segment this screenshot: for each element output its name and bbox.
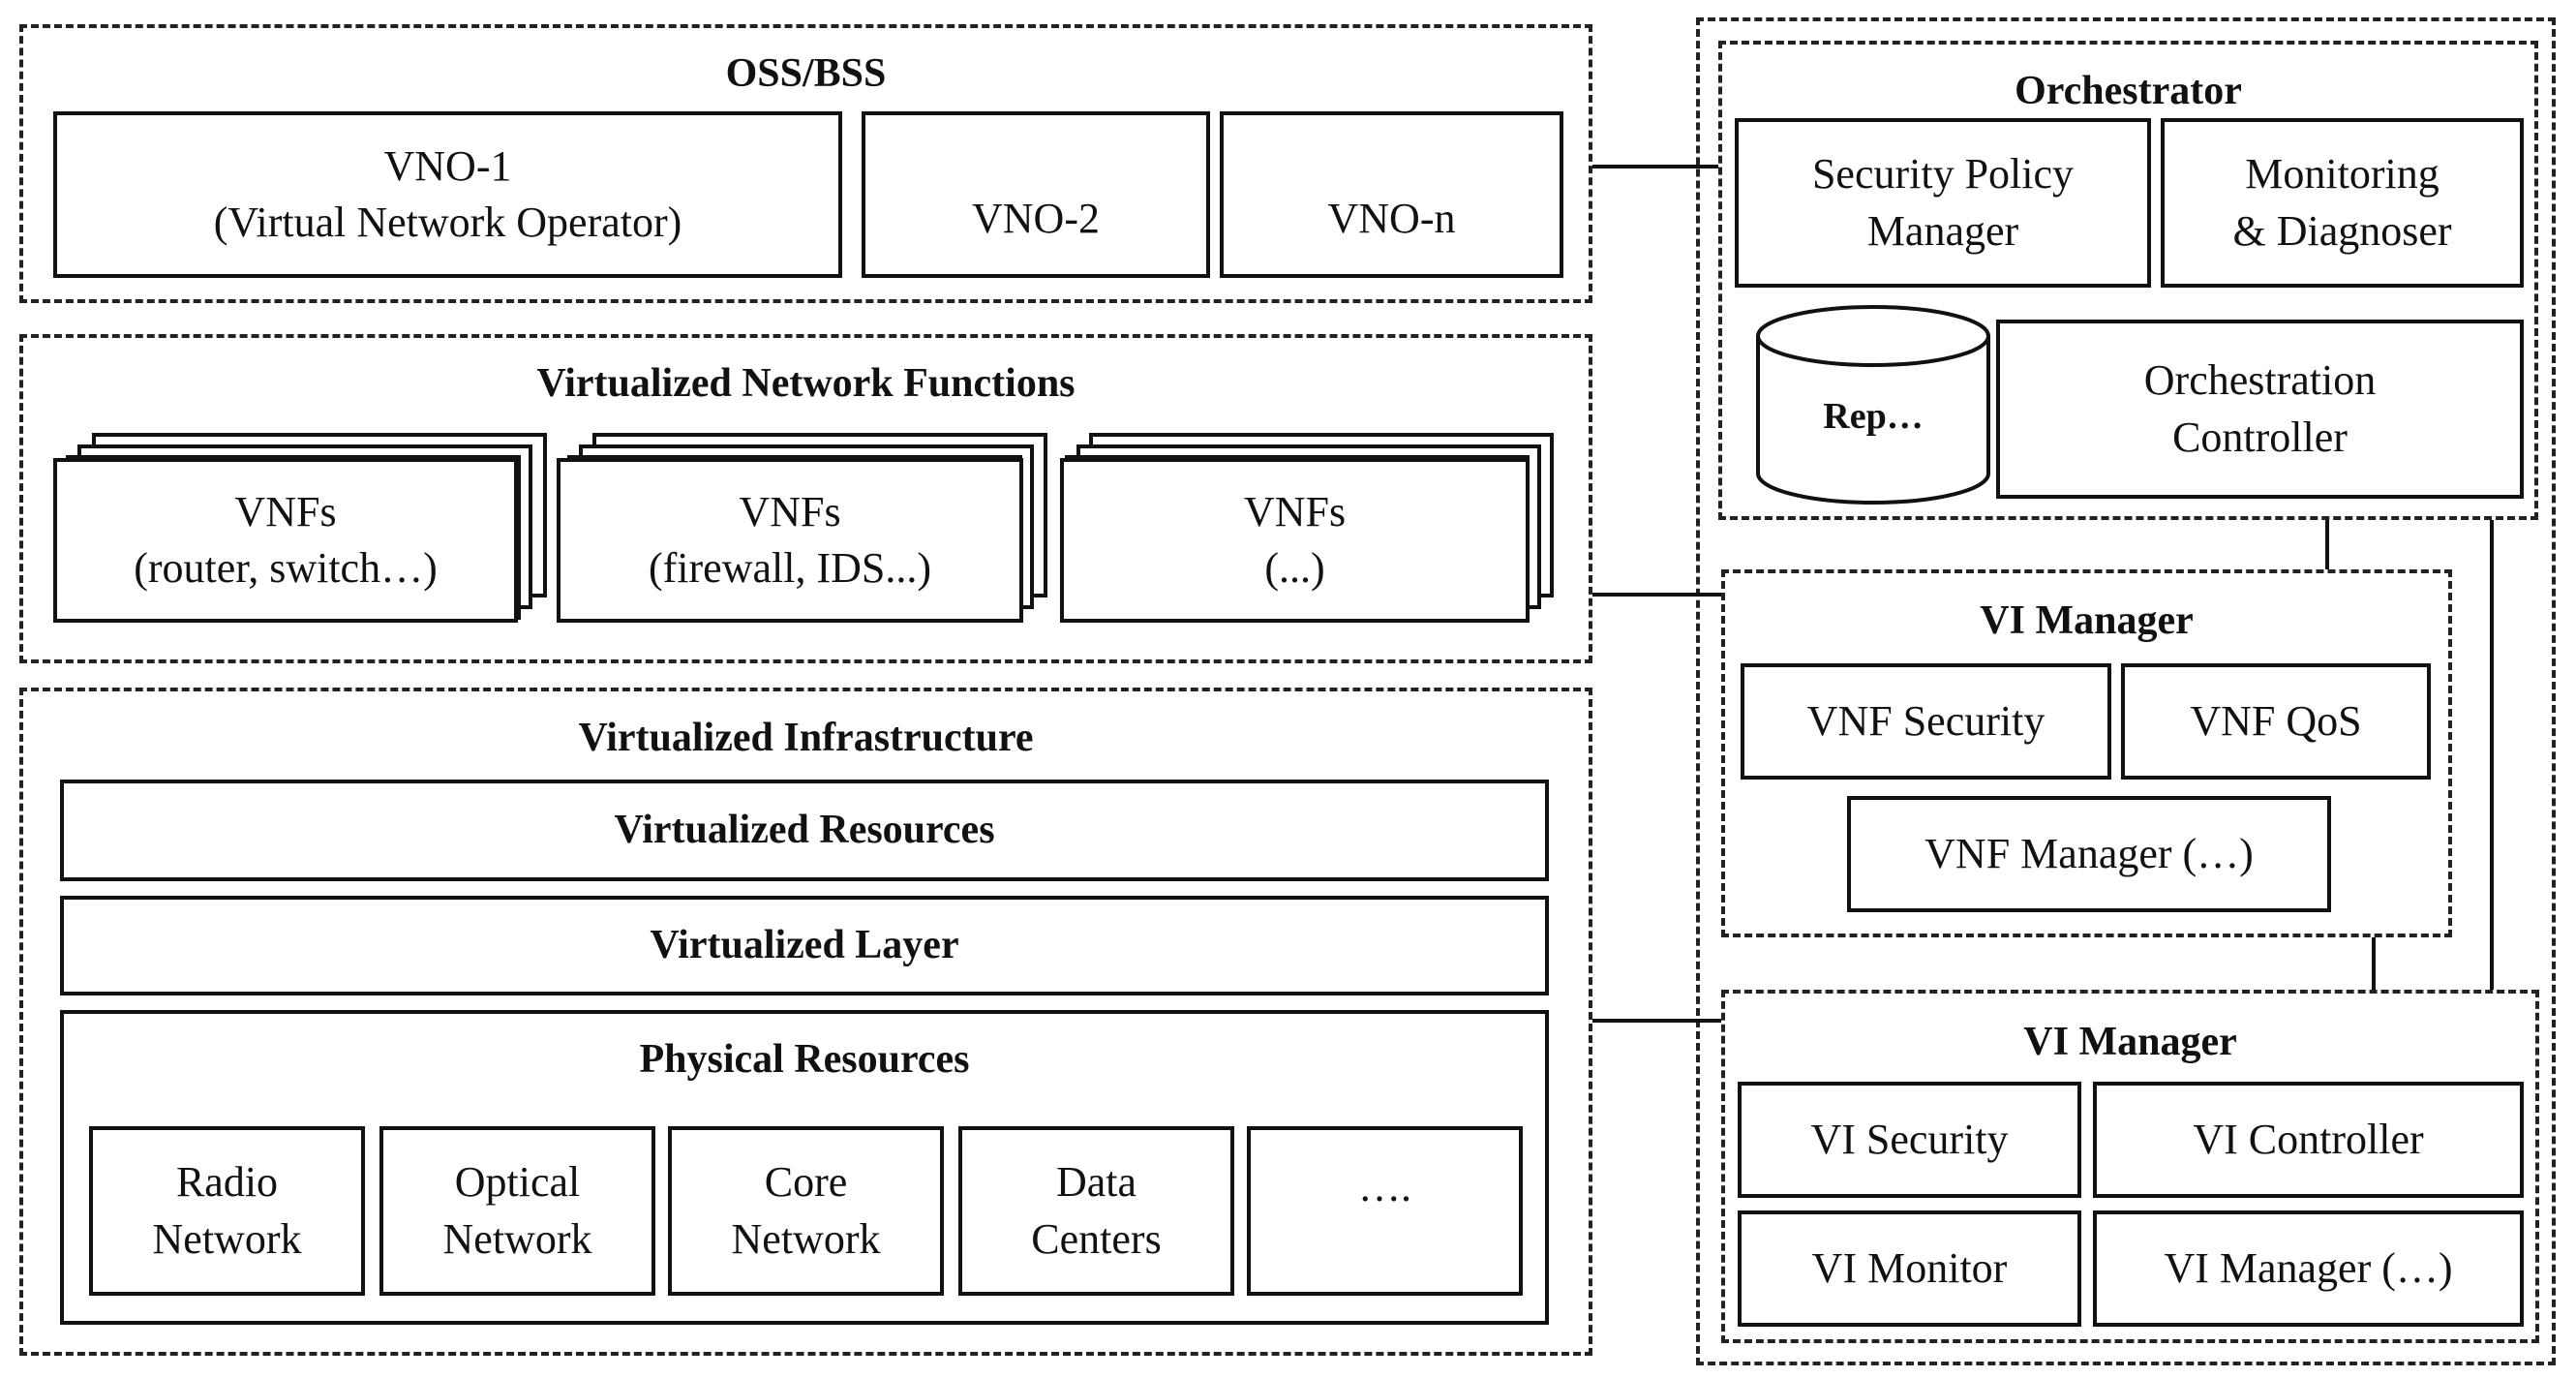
data-centers-box: Data Centers — [958, 1126, 1234, 1296]
vnf-stack-2-label: VNFs — [739, 487, 841, 536]
vno-2-label: VNO-2 — [972, 194, 1100, 242]
data-centers-label-2: Centers — [1031, 1214, 1162, 1263]
orchestration-controller-box: Orchestration Controller — [1996, 320, 2524, 499]
vno-n-label: VNO-n — [1327, 194, 1456, 242]
data-centers-label-1: Data — [1055, 1158, 1137, 1207]
vnf-stack-3: VNFs (...) — [1060, 458, 1530, 623]
security-policy-manager-box: Security Policy Manager — [1735, 118, 2151, 288]
connector-oss-orchestrator — [1592, 165, 1718, 168]
orchestrator-title: Orchestrator — [2015, 69, 2242, 113]
vnf-stack-2-sublabel: (firewall, IDS...) — [648, 544, 931, 592]
connector-vi-vimanager — [1592, 1019, 1721, 1023]
monitoring-diagnoser-label-2: & Diagnoser — [2232, 206, 2452, 255]
vno-1-label: VNO-1 — [383, 141, 512, 190]
more-resources-box: …. — [1247, 1126, 1523, 1296]
security-policy-manager-label-2: Manager — [1866, 206, 2019, 255]
orchestration-controller-label-2: Controller — [2172, 413, 2348, 461]
vi-controller-box: VI Controller — [2093, 1082, 2524, 1198]
oss-bss-container — [19, 24, 1592, 303]
orchestrator-container — [1718, 41, 2538, 520]
virtualized-resources-bar: Virtualized Resources — [60, 780, 1549, 881]
vnf-manager-box: VNF Manager (…) — [1847, 796, 2331, 912]
connector-vimanager-1-vimanager-2 — [2372, 937, 2376, 990]
vnf-stack-1: VNFs (router, switch…) — [53, 458, 518, 623]
vno-n-box: VNO-n — [1220, 111, 1563, 278]
vnf-stack-2: VNFs (firewall, IDS...) — [557, 458, 1023, 623]
optical-network-label-2: Network — [442, 1214, 592, 1263]
core-network-label-2: Network — [731, 1214, 881, 1263]
vi-manager-sub-box: VI Manager (…) — [2093, 1210, 2524, 1327]
vi-manager-1-container — [1721, 569, 2452, 937]
vno-2-box: VNO-2 — [862, 111, 1210, 278]
vi-security-box: VI Security — [1738, 1082, 2081, 1198]
oss-bss-title: OSS/BSS — [725, 51, 887, 96]
radio-network-box: Radio Network — [89, 1126, 365, 1296]
vnf-title: Virtualized Network Functions — [536, 361, 1076, 406]
monitoring-diagnoser-label-1: Monitoring — [2245, 150, 2440, 199]
more-resources-label: …. — [1358, 1163, 1411, 1210]
virtualized-layer-bar: Virtualized Layer — [60, 896, 1549, 995]
vnf-stack-1-sublabel: (router, switch…) — [134, 544, 438, 592]
optical-network-label-1: Optical — [454, 1158, 581, 1207]
monitoring-diagnoser-box: Monitoring & Diagnoser — [2161, 118, 2524, 288]
connector-orchestrator-vimanager-2 — [2490, 520, 2494, 990]
radio-network-label-1: Radio — [175, 1158, 279, 1207]
repository-label: Rep… — [1823, 396, 1924, 437]
vnf-security-box: VNF Security — [1741, 663, 2111, 780]
optical-network-box: Optical Network — [379, 1126, 655, 1296]
connector-vnf-vimanager — [1592, 593, 1721, 597]
database-icon — [1756, 305, 1990, 505]
security-policy-manager-label-1: Security Policy — [1811, 150, 2075, 199]
orchestration-controller-label-1: Orchestration — [2143, 356, 2377, 405]
vi-title: Virtualized Infrastructure — [578, 716, 1034, 760]
vi-monitor-box: VI Monitor — [1738, 1210, 2081, 1327]
vi-manager-2-title: VI Manager — [2023, 1020, 2237, 1064]
vi-manager-2-container — [1721, 990, 2539, 1343]
vnf-container — [19, 334, 1592, 663]
management-container — [1696, 17, 2556, 1365]
physical-resources-title: Physical Resources — [639, 1037, 970, 1082]
core-network-label-1: Core — [764, 1158, 848, 1207]
radio-network-label-2: Network — [152, 1214, 302, 1263]
vnf-stack-3-sublabel: (...) — [1264, 544, 1325, 592]
core-network-box: Core Network — [668, 1126, 944, 1296]
vno-1-box: VNO-1 (Virtual Network Operator) — [53, 111, 842, 278]
vi-container — [19, 688, 1592, 1356]
connector-orchestrator-vimanager-1 — [2325, 520, 2329, 569]
vnf-stack-3-label: VNFs — [1243, 487, 1347, 536]
vno-1-sublabel: (Virtual Network Operator) — [213, 199, 682, 246]
vnf-qos-box: VNF QoS — [2121, 663, 2431, 780]
repository-database: Rep… — [1754, 303, 1992, 506]
vi-manager-1-title: VI Manager — [1980, 598, 2194, 643]
vnf-stack-1-label: VNFs — [234, 487, 337, 536]
